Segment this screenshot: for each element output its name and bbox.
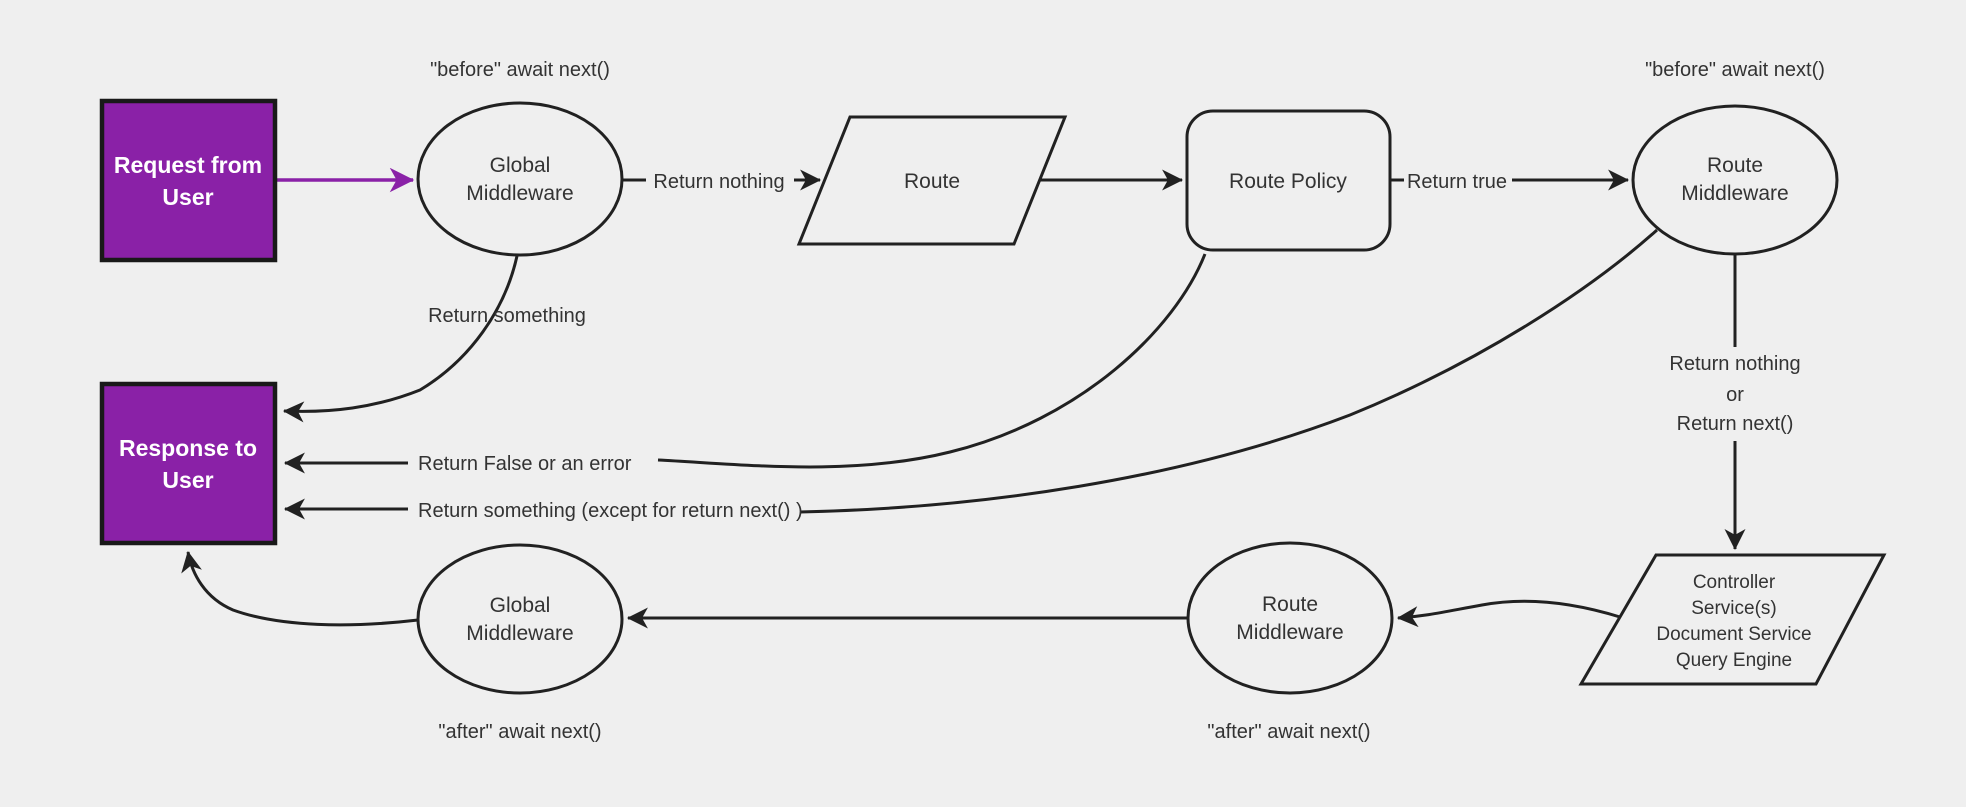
global-middleware-top-label-line1: Global (490, 154, 551, 177)
response-box-shape (99, 381, 278, 546)
route-middleware-bottom-shape (1186, 541, 1394, 695)
label-before-await-next-left: "before" await next() (430, 59, 610, 81)
label-after-await-next-left: "after" await next() (438, 721, 601, 743)
label-return-false-or-error: Return False or an error (418, 453, 632, 475)
node-global-middleware-bottom: Global Middleware (416, 543, 624, 695)
controller-shape (1578, 553, 1887, 686)
request-box-shape (99, 98, 278, 263)
request-box-label-line1: Request from (114, 152, 262, 178)
label-return-nothing: Return nothing (653, 171, 784, 193)
controller-label-line1: Controller (1693, 572, 1776, 593)
global-middleware-bottom-label-line1: Global (490, 594, 551, 617)
global-middleware-top-shape (416, 101, 624, 257)
controller-label-line3: Document Service (1656, 624, 1811, 645)
edge-route-policy-return-false-curve (657, 253, 1207, 469)
edge-global-middleware-return-something (282, 255, 519, 423)
route-policy-shape (1185, 109, 1392, 252)
route-middleware-top-label-line1: Route (1707, 154, 1763, 177)
label-before-await-next-right: "before" await next() (1645, 59, 1825, 81)
node-request-from-user: Request from User (99, 98, 278, 263)
node-response-to-user: Response to User (99, 381, 278, 546)
label-return-nothing-or-line2: or (1726, 384, 1744, 406)
route-middleware-bottom-label-line2: Middleware (1236, 621, 1343, 644)
edges (181, 167, 1746, 629)
route-shape (796, 115, 1068, 246)
response-box-label-line1: Response to (119, 435, 257, 461)
route-label: Route (904, 170, 960, 193)
edge-global-middleware-bottom-to-response (181, 550, 419, 627)
route-middleware-top-label-line2: Middleware (1681, 182, 1788, 205)
global-middleware-top-label-line2: Middleware (466, 182, 573, 205)
request-box-label-line2: User (162, 184, 213, 210)
node-route: Route (796, 115, 1068, 246)
route-policy-label: Route Policy (1229, 170, 1347, 193)
controller-label-line2: Service(s) (1691, 598, 1777, 619)
node-controller-services: Controller Service(s) Document Service Q… (1578, 553, 1887, 686)
node-global-middleware-top: Global Middleware (416, 101, 624, 257)
global-middleware-bottom-label-line2: Middleware (466, 622, 573, 645)
global-middleware-bottom-shape (416, 543, 624, 695)
label-return-true: Return true (1407, 171, 1507, 193)
edge-labels: "before" await next() "before" await nex… (418, 59, 1825, 743)
node-route-policy: Route Policy (1185, 109, 1392, 252)
label-return-nothing-or-line1: Return nothing (1669, 353, 1800, 375)
label-return-nothing-or-line3: Return next() (1677, 413, 1794, 435)
node-route-middleware-bottom: Route Middleware (1186, 541, 1394, 695)
response-box-label-line2: User (162, 467, 213, 493)
controller-label-line4: Query Engine (1676, 650, 1792, 671)
route-middleware-top-shape (1631, 104, 1839, 256)
edge-route-middleware-return-something-curve (799, 228, 1659, 514)
label-after-await-next-right: "after" await next() (1207, 721, 1370, 743)
label-return-something: Return something (428, 305, 586, 327)
node-route-middleware-top: Route Middleware (1631, 104, 1839, 256)
label-return-something-except: Return something (except for return next… (418, 500, 803, 522)
nodes: Request from User Response to User Globa… (99, 98, 1887, 695)
edge-controller-to-route-middleware-bottom (1396, 599, 1621, 628)
route-middleware-bottom-label-line1: Route (1262, 593, 1318, 616)
